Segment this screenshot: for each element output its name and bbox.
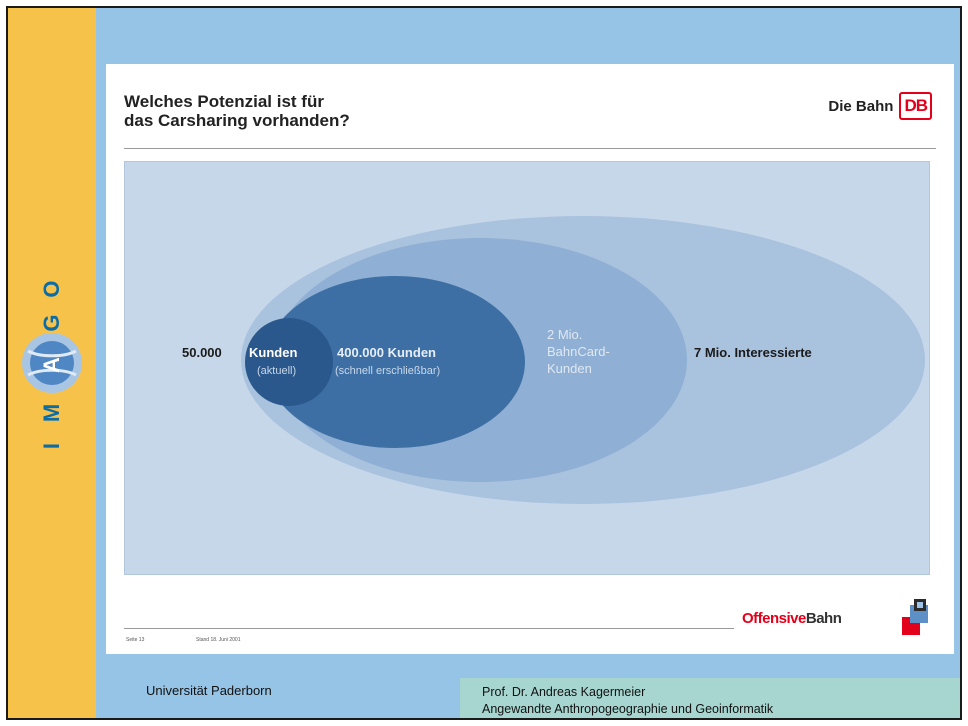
nested-ellipses: [241, 216, 925, 504]
potential-diagram: 50.000 Kunden (aktuell) 400.000 Kunden (…: [124, 161, 930, 575]
offensive-dark-text: Bahn: [805, 610, 842, 627]
ellipse-400000: [265, 276, 525, 448]
author-name: Prof. Dr. Andreas Kagermeier: [482, 685, 646, 699]
offensive-red-text: Offensive: [742, 610, 806, 627]
ring1-number: 50.000: [182, 345, 222, 360]
offensive-bahn-icon: [902, 599, 928, 635]
brand: Die Bahn DB: [828, 91, 932, 121]
department-name: Angewandte Anthropogeographie und Geoinf…: [482, 702, 774, 716]
brand-text: Die Bahn: [828, 97, 894, 115]
title-divider: [124, 148, 936, 149]
imago-letter: A: [39, 357, 64, 373]
presentation-frame: I M A G O Welches Potenzial ist für das …: [6, 6, 962, 720]
footer-date: Stand 18. Juni 2001: [196, 637, 241, 643]
imago-globe-icon: [22, 333, 82, 393]
university-label: Universität Paderborn: [146, 683, 272, 698]
ring3-line3: Kunden: [547, 361, 592, 376]
imago-letters: I M A G O: [8, 263, 96, 463]
db-logo: DB: [899, 92, 932, 120]
ring3-line1: 2 Mio.: [547, 327, 583, 342]
ellipse-50000: [245, 318, 333, 406]
slide: Welches Potenzial ist für das Carsharing…: [106, 64, 954, 654]
imago-letter: G: [39, 314, 64, 332]
imago-letter: I: [39, 442, 64, 450]
imago-logo: I M A G O: [8, 263, 96, 463]
footer-divider: [124, 628, 734, 629]
imago-letter: O: [39, 280, 64, 298]
ring2-title: 400.000 Kunden: [337, 345, 436, 360]
author-box: Prof. Dr. Andreas Kagermeier Angewandte …: [460, 678, 960, 718]
offensive-bahn-logo: OffensiveBahn: [742, 610, 842, 627]
footer-page: Seite 13: [126, 637, 145, 643]
slide-title: Welches Potenzial ist für das Carsharing…: [124, 92, 350, 130]
ring4-title: 7 Mio. Interessierte: [694, 345, 812, 360]
ring1-sub: (aktuell): [257, 365, 297, 377]
imago-letter: M: [39, 403, 64, 423]
ring3-line2: BahnCard-: [547, 344, 610, 359]
ring2-sub: (schnell erschließbar): [335, 365, 441, 377]
left-strip: I M A G O: [8, 8, 96, 718]
ring1-title: Kunden: [249, 345, 298, 360]
